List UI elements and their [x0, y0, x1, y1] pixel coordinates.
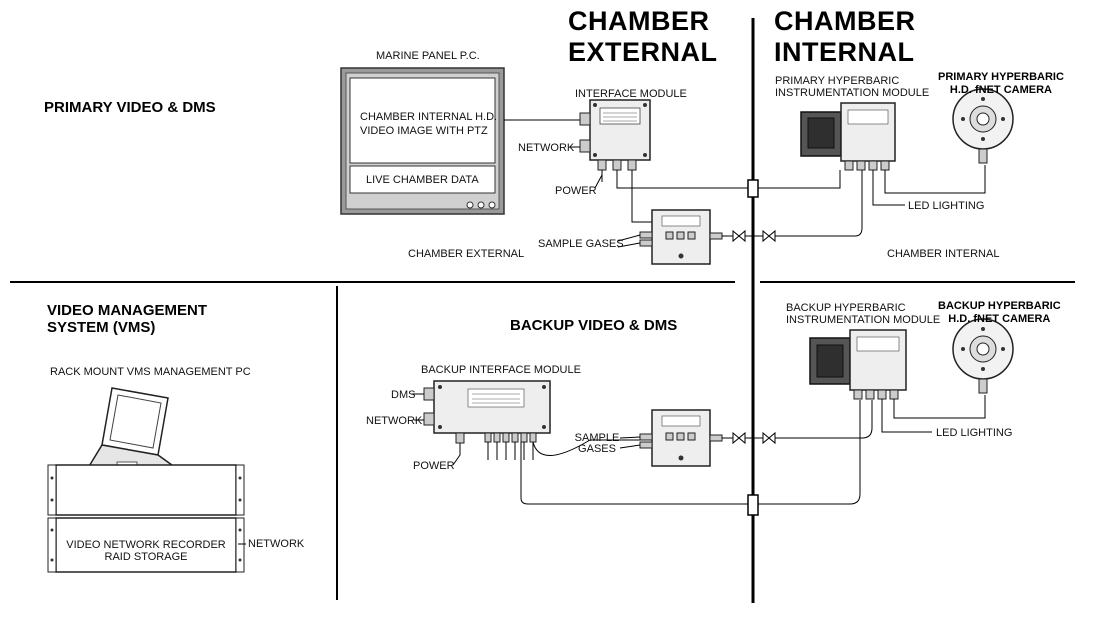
vms-section-title: VIDEO MANAGEMENT SYSTEM (VMS): [47, 302, 208, 336]
rack-pc-label: RACK MOUNT VMS MANAGEMENT PC: [50, 366, 251, 378]
marine-panel-monitor: [340, 67, 505, 215]
backup-hyperbaric-module-label: BACKUP HYPERBARIC INSTRUMENTATION MODULE: [786, 302, 941, 326]
recorder-label: VIDEO NETWORK RECORDER RAID STORAGE: [66, 539, 226, 563]
backup-interface-module-label: BACKUP INTERFACE MODULE: [421, 364, 581, 376]
backup-network-label: NETWORK: [366, 415, 423, 427]
backup-interface-module: [423, 380, 551, 444]
chamber-external-title: CHAMBER EXTERNAL: [568, 6, 718, 67]
screen-data-text: LIVE CHAMBER DATA: [366, 174, 479, 186]
primary-section-title: PRIMARY VIDEO & DMS: [44, 99, 216, 116]
screen-video-text: CHAMBER INTERNAL H.D. VIDEO IMAGE WITH P…: [360, 111, 498, 137]
vms-rack: [47, 464, 245, 573]
backup-dms-label: DMS: [391, 389, 416, 401]
primary-camera: [952, 88, 1014, 164]
primary-hyperbaric-module: [800, 102, 896, 171]
chamber-internal-label: CHAMBER INTERNAL: [887, 248, 1000, 260]
backup-camera-label: BACKUP HYPERBARIC H.D. fNET CAMERA: [938, 300, 1061, 325]
primary-network-label: NETWORK: [518, 142, 575, 154]
backup-sample-gases-label: SAMPLE GASES: [574, 432, 620, 455]
backup-power-label: POWER: [413, 460, 455, 472]
primary-gas-box: [639, 209, 723, 265]
primary-led-label: LED LIGHTING: [908, 200, 985, 212]
vms-network-label: NETWORK: [248, 538, 305, 550]
backup-led-label: LED LIGHTING: [936, 427, 1013, 439]
primary-hyperbaric-module-label: PRIMARY HYPERBARIC INSTRUMENTATION MODUL…: [775, 75, 930, 99]
primary-interface-module: [579, 99, 651, 171]
backup-camera: [952, 318, 1014, 394]
backup-section-title: BACKUP VIDEO & DMS: [510, 317, 678, 334]
backup-hyperbaric-module: [809, 329, 907, 400]
marine-panel-label: MARINE PANEL P.C.: [376, 50, 480, 62]
primary-power-label: POWER: [555, 185, 597, 197]
primary-sample-gases-label: SAMPLE GASES: [538, 238, 624, 250]
backup-gas-box: [639, 409, 723, 467]
chamber-external-label: CHAMBER EXTERNAL: [408, 248, 525, 260]
primary-camera-label: PRIMARY HYPERBARIC H.D. fNET CAMERA: [938, 71, 1064, 96]
interface-module-label: INTERFACE MODULE: [575, 88, 687, 100]
chamber-internal-title: CHAMBER INTERNAL: [774, 6, 916, 67]
